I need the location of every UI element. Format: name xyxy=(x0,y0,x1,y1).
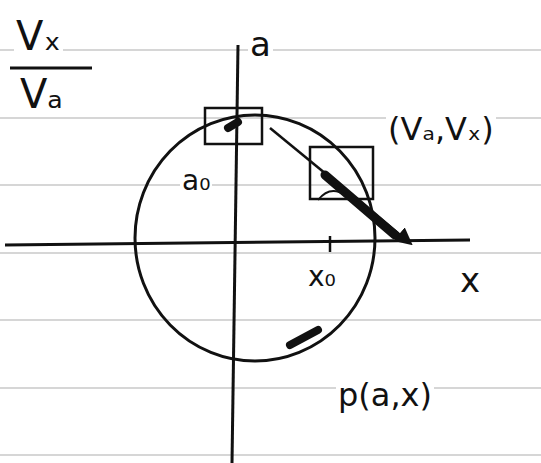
axis-label: x xyxy=(458,262,482,299)
vector-label: (Vₐ,Vₓ) xyxy=(386,112,496,147)
orbit-curve xyxy=(135,115,375,361)
thick-stroke xyxy=(228,122,238,128)
point-label: x₀ xyxy=(306,262,338,293)
fraction-denominator: Vₐ xyxy=(18,72,65,116)
axis-label: a xyxy=(248,26,273,63)
point-label: a₀ xyxy=(180,166,212,197)
ruled-lines xyxy=(0,50,541,455)
fraction-numerator: Vₓ xyxy=(14,14,63,58)
tick-mark xyxy=(318,191,345,200)
x-axis xyxy=(5,240,470,245)
thick-stroke xyxy=(325,175,395,235)
window-box xyxy=(205,108,262,144)
tick-mark xyxy=(329,236,332,252)
fraction-bar xyxy=(10,67,92,70)
function-label: p(a,x) xyxy=(336,378,434,413)
thick-stroke xyxy=(290,330,318,345)
